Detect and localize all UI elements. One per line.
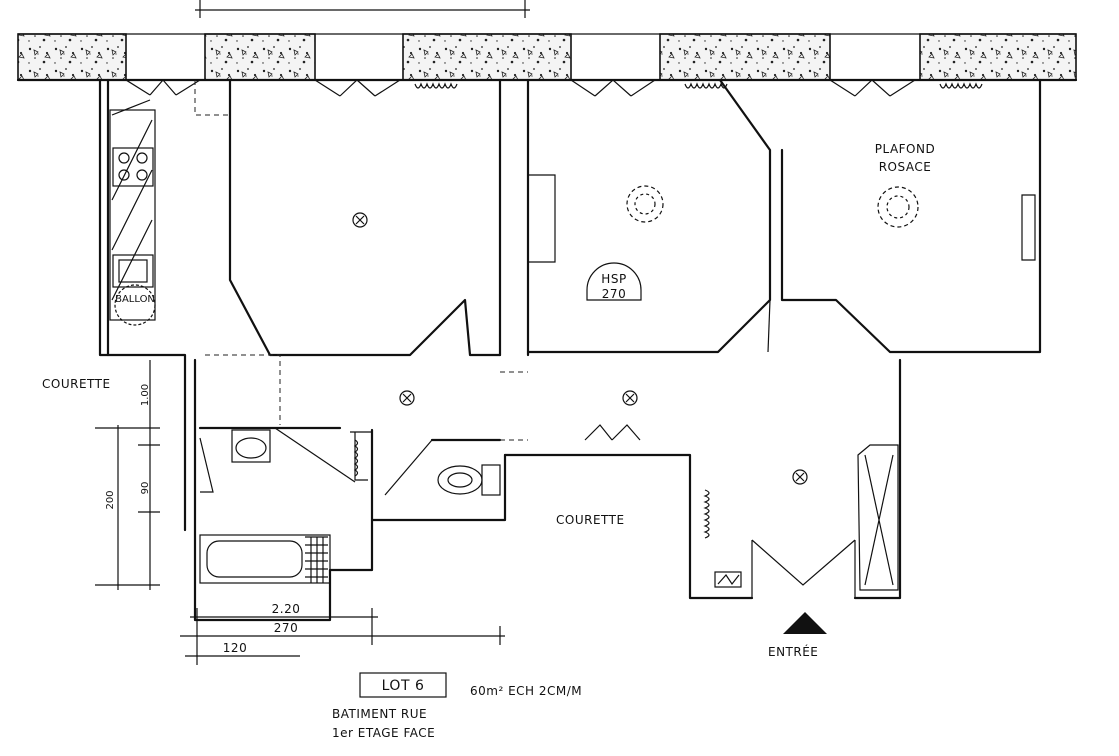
lot-label: LOT 6	[382, 678, 425, 694]
building-line2: 1er ETAGE FACE	[332, 726, 435, 740]
light-icon	[792, 469, 808, 485]
cooktop-icon	[112, 147, 154, 187]
entrance-marker	[783, 612, 827, 634]
wc	[384, 439, 501, 496]
courtyard-center-label: COURETTE	[556, 513, 625, 527]
ceiling-height-value: 270	[602, 287, 626, 301]
washbasin-icon	[231, 429, 271, 463]
light-icon	[352, 212, 368, 228]
window-kitchen	[125, 79, 201, 96]
radiators	[414, 82, 983, 89]
left-dimensions	[95, 360, 160, 590]
interior-walls	[98, 78, 1042, 622]
dimension-courette-depth: 1.00	[140, 384, 151, 406]
rosace-icon	[626, 185, 664, 223]
kitchen-counter: BALLON	[109, 99, 156, 326]
ceiling-rosaces	[626, 185, 919, 228]
ceiling-height-label: HSP	[601, 272, 626, 286]
light-icon	[399, 390, 415, 406]
top-dimension-fragment	[195, 0, 530, 18]
light-icon	[622, 390, 638, 406]
courtyard-left-label: COURETTE	[42, 377, 111, 391]
ceiling-lights	[352, 212, 808, 485]
sink-icon	[112, 254, 154, 288]
ceiling-note-line1: PLAFOND	[875, 142, 935, 156]
dimension-inner-height: 90	[140, 482, 151, 495]
building-line1: BATIMENT RUE	[332, 707, 427, 721]
window-room-2	[570, 79, 656, 97]
water-heater-icon: BALLON	[114, 284, 156, 326]
dimension-width-b: 270	[274, 621, 298, 635]
dashed-openings	[194, 80, 528, 441]
bottom-dimensions	[180, 608, 505, 665]
doors	[584, 424, 899, 598]
dimension-width-c: 120	[223, 641, 247, 655]
bathroom	[199, 427, 372, 584]
window-room-3	[829, 79, 916, 97]
area-scale-label: 60m² ECH 2CM/M	[470, 684, 582, 698]
boiler-label: BALLON	[115, 294, 155, 305]
dimension-width-a: 2.20	[272, 602, 301, 616]
title-block: LOT 6 60m² ECH 2CM/M BATIMENT RUE 1er ET…	[332, 672, 582, 740]
entrance-label: ENTRÉE	[768, 644, 818, 659]
window-room-1	[314, 79, 401, 97]
toilet-icon	[437, 464, 501, 496]
ceiling-height-badge: HSP 270	[586, 262, 642, 301]
ceiling-note-line2: ROSACE	[879, 160, 932, 174]
dimension-overall-height: 200	[105, 490, 116, 509]
rosace-icon	[877, 186, 919, 228]
entrance-arrow-icon	[783, 612, 827, 634]
facade-wall	[16, 33, 1078, 82]
windows	[125, 79, 916, 97]
bathtub-icon	[199, 534, 331, 584]
